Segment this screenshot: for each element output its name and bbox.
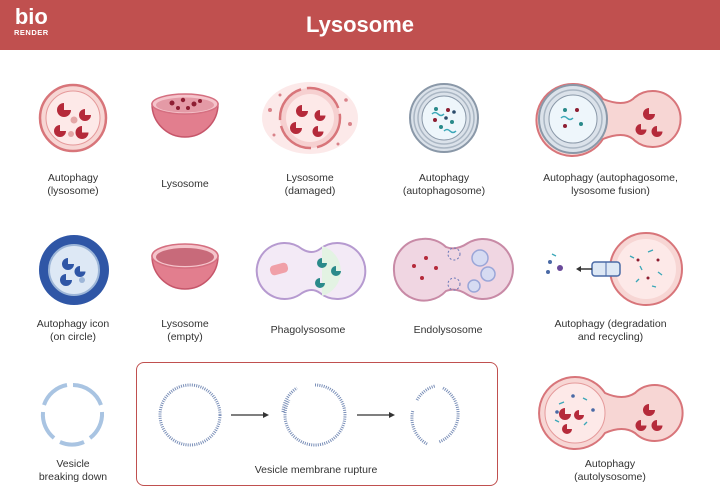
- caption-autophagosome: Autophagy (autophagosome): [402, 172, 486, 197]
- phagolysosome-icon: [255, 241, 367, 300]
- caption-phagolysosome: Phagolysosome: [270, 324, 346, 336]
- caption-lysosome: Lysosome: [161, 178, 209, 190]
- logo-top-text: bio: [14, 4, 48, 29]
- empty-lysosome-icon: [151, 243, 219, 290]
- logo-bottom-text: RENDER: [14, 28, 49, 37]
- caption-autolysosome: Autophagy (autolysosome): [574, 458, 646, 483]
- autophagosome-fusion-icon: [535, 82, 682, 157]
- autolysosome-icon: [538, 375, 684, 450]
- lysosome-autophagy-icon: [38, 83, 108, 153]
- caption-membrane-rupture: Vesicle membrane rupture: [254, 464, 378, 476]
- autophagosome-icon: [409, 83, 479, 153]
- caption-lysosome-damaged: Lysosome (damaged): [284, 172, 336, 197]
- vesicle-breaking-icon: [40, 383, 105, 447]
- endolysosome-icon: [392, 237, 514, 302]
- degradation-recycling-icon: [546, 232, 683, 306]
- caption-autophagy-lysosome: Autophagy (lysosome): [47, 172, 99, 197]
- caption-degradation-recycling: Autophagy (degradation and recycling): [554, 318, 667, 343]
- damaged-lysosome-icon: [262, 82, 358, 154]
- header-bar: bio RENDER Lysosome: [0, 0, 720, 50]
- page-title: Lysosome: [305, 12, 414, 37]
- caption-autophagy-icon: Autophagy icon (on circle): [36, 318, 110, 343]
- caption-vesicle-breaking: Vesicle breaking down: [38, 458, 108, 483]
- membrane-rupture-frame: [136, 362, 498, 486]
- lysosome-half-icon: [151, 93, 219, 138]
- biorender-logo[interactable]: bio RENDER: [14, 6, 49, 37]
- caption-autophagosome-fusion: Autophagy (autophagosome, lysosome fusio…: [543, 172, 678, 197]
- membrane-rupture-icon: [158, 383, 460, 447]
- caption-endolysosome: Endolysosome: [413, 324, 483, 336]
- caption-lysosome-empty: Lysosome (empty): [161, 318, 209, 343]
- autophagy-circle-icon: [39, 235, 109, 305]
